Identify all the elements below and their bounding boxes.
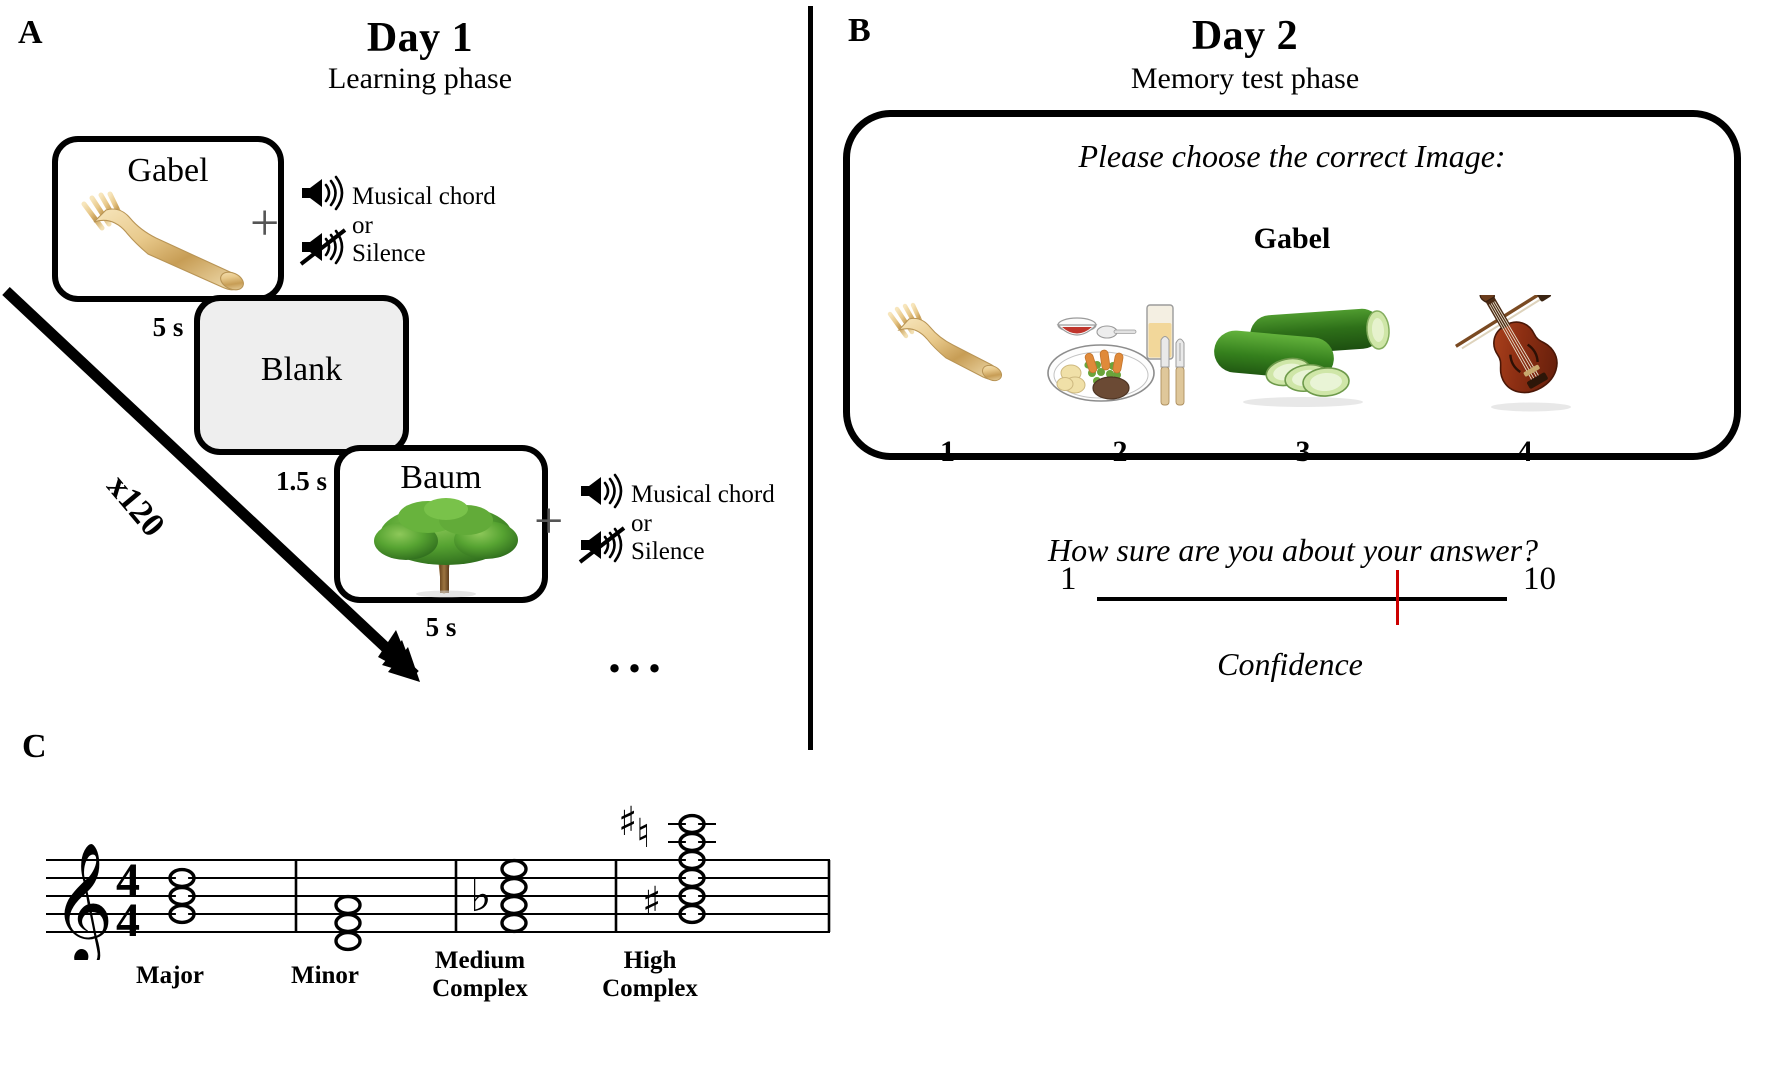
panel-a-subtitle: Learning phase [327,62,513,95]
repeat-arrow [2,286,420,682]
confidence-scale-label: Confidence [1217,646,1363,682]
memory-test-prompt: Please choose the correct Image: [1078,138,1506,174]
plus-sign-trial1: + [250,195,280,252]
chord-high-complex: ♯ ♮ ♯ [618,799,716,925]
confidence-max-label: 10 [1523,561,1556,597]
chord-major [168,867,196,925]
svg-text:𝄞: 𝄞 [52,841,113,960]
tree-image [374,498,518,598]
confidence-slider-track[interactable] [1097,597,1507,601]
chord-label-minor: Minor [290,962,360,989]
choice-2-number: 2 [1112,435,1128,468]
learning-card-gabel: Gabel [52,136,284,302]
speaker-muted-icon [299,228,347,266]
panel-divider [808,6,813,750]
speaker-on-icon [302,175,344,211]
audio-silence-label-trial2: Silence [631,538,705,565]
confidence-min-label: 1 [1060,561,1077,597]
audio-chord-label-trial1: Musical chord [352,183,496,210]
choice-4-violin-image[interactable] [1455,295,1595,417]
panel-b-letter: B [848,12,871,49]
confidence-slider-marker[interactable] [1396,570,1399,625]
audio-or-label-trial1: or [352,212,373,239]
panel-b-title: Day 2 [1191,13,1299,59]
learning-card-baum-duration: 5 s [425,612,457,642]
learning-card-blank-word: Blank [260,351,343,388]
choice-2-dinner-plate-image[interactable] [1035,295,1205,415]
learning-card-gabel-word: Gabel [127,152,209,189]
svg-text:♯: ♯ [642,879,661,925]
plus-sign-trial2: + [534,493,564,550]
chord-medium-complex: ♭ [470,858,528,934]
svg-text:4: 4 [116,854,140,907]
panel-a-title: Day 1 [366,15,474,61]
chord-label-major: Major [135,962,205,989]
learning-card-blank: Blank [194,295,409,455]
panel-b-subtitle: Memory test phase [1130,62,1360,95]
memory-test-target-word: Gabel [1253,222,1331,255]
speaker-on-icon [581,473,623,509]
speaker-muted-icon [578,526,626,564]
audio-or-label-trial2: or [631,510,652,537]
learning-card-baum: Baum [334,445,548,603]
choice-1-number: 1 [940,435,955,468]
music-staff: 𝄞 4 4 ♭ [46,799,831,960]
svg-text:♯: ♯ [618,799,637,845]
panel-a-letter: A [18,14,43,51]
sequence-ellipsis: ... [608,627,668,684]
panel-c-letter: C [22,728,47,765]
chord-label-medium-complex: Medium Complex [432,947,528,1002]
choice-3-number: 3 [1295,435,1311,468]
fork-image [81,191,244,291]
svg-text:4: 4 [116,894,140,947]
confidence-question: How sure are you about your answer? [1047,532,1539,568]
audio-silence-label-trial1: Silence [352,240,426,267]
choice-1-fork-image[interactable] [880,300,1015,410]
learning-card-blank-duration: 1.5 s [275,466,327,496]
audio-chord-label-trial2: Musical chord [631,481,775,508]
svg-text:♮: ♮ [636,811,650,857]
choice-4-number: 4 [1517,435,1533,468]
choice-3-cucumber-image[interactable] [1208,298,1398,410]
learning-card-baum-word: Baum [400,459,482,496]
svg-text:♭: ♭ [470,868,492,922]
chord-label-high-complex: High Complex [602,947,698,1002]
learning-card-gabel-duration: 5 s [152,312,184,342]
chord-minor [334,894,362,952]
